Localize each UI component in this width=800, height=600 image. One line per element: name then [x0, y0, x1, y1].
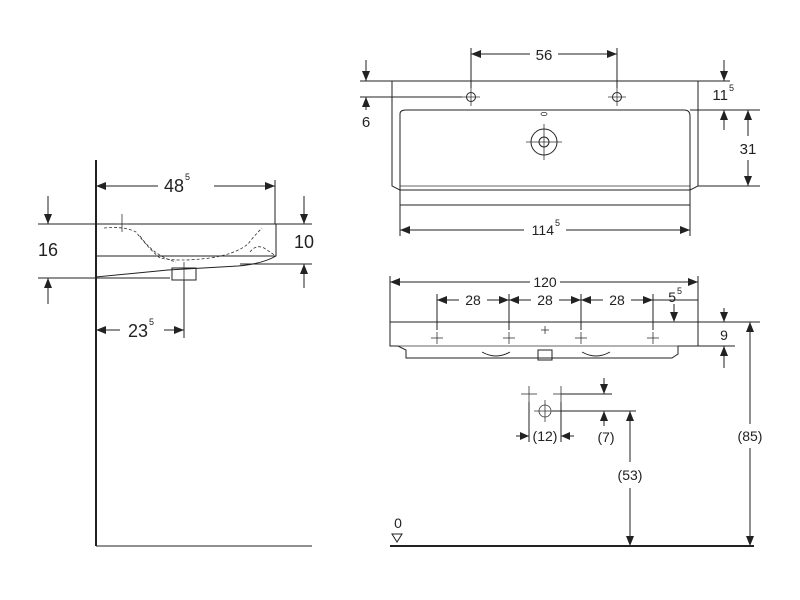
front-bowl-bulge-left	[481, 351, 511, 357]
drain-offset-arrow-left	[96, 326, 106, 334]
row115-arrow-top	[720, 71, 728, 81]
side-offset-label: 5	[668, 289, 676, 305]
bracket-arrow-4	[643, 296, 653, 304]
bracket-arrow-3a	[571, 296, 581, 304]
waste-vertical-arrow-top	[600, 384, 608, 394]
bowl-depth-label: 31	[740, 141, 757, 158]
waste-height-arrow-top	[626, 411, 634, 421]
tap-spacing-label: 56	[536, 47, 553, 64]
height10-arrow-top	[300, 214, 308, 224]
height16-label: 16	[38, 240, 58, 260]
bracket-label-bg-3	[603, 292, 631, 308]
height10-arrow-bottom	[300, 264, 308, 274]
front-drain-stub	[537, 349, 553, 361]
depth-arrow-right	[265, 182, 275, 190]
waste-spacing-arrow-left	[520, 432, 529, 440]
front-bowl-bulge-right	[581, 351, 611, 357]
top-overflow-hole	[540, 112, 548, 117]
height16-arrow-bottom	[44, 278, 52, 288]
tap-spacing-arrow-left	[471, 50, 481, 58]
rim-height-arrow-top	[720, 312, 728, 322]
waste-spacing-label: (12)	[533, 428, 558, 444]
bracket-arrow-2a	[499, 296, 509, 304]
rim-floor-label: (85)	[738, 428, 763, 444]
floor-level-marker	[391, 533, 403, 543]
edge6-arrow-bottom	[362, 97, 370, 107]
rim-floor-arrow-bottom	[746, 536, 754, 546]
top-bowl-outline	[399, 109, 691, 191]
side-view: 48 5 16 10 23 5	[38, 160, 314, 547]
bracket-arrow-2b	[509, 296, 519, 304]
rim-floor-arrow-top	[746, 322, 754, 332]
row115-label-sup: 5	[729, 83, 734, 93]
side-offset-arrow	[670, 312, 678, 322]
waste-vertical-label: (7)	[597, 429, 614, 445]
waste-spacing-arrow-right	[561, 432, 570, 440]
bowl-width-label: 114	[532, 222, 555, 238]
tap-spacing-label-bg	[530, 44, 558, 60]
side-bowl-hidden-line	[103, 227, 263, 261]
row115-label: 11	[712, 87, 728, 104]
front-view: 120 28 28 28 5 5 9	[389, 274, 763, 547]
front-basin-outline	[389, 321, 699, 359]
bowl-width-label-sup: 5	[555, 218, 560, 228]
waste-height-label: (53)	[618, 467, 643, 483]
drain-offset-arrow-right	[174, 326, 184, 334]
waste-crosshairs	[521, 386, 569, 422]
floor-level-label: 0	[394, 515, 402, 531]
side-bowl-hidden-line-2	[139, 235, 177, 263]
total-width-arrow-left	[390, 278, 400, 286]
bracket-arrow-3b	[581, 296, 591, 304]
bowl-depth-arrow-top	[744, 110, 752, 120]
bracket-marks	[431, 326, 659, 344]
bowl-width-arrow-right	[680, 226, 690, 234]
height10-label: 10	[294, 232, 314, 252]
bracket-arrow-1	[437, 296, 447, 304]
height16-arrow-top	[44, 214, 52, 224]
top-view: 56 6 11 5 31 114 5	[360, 44, 760, 238]
side-overflow-hidden-line	[249, 246, 277, 257]
waste-vertical-arrow-bottom	[600, 411, 608, 421]
bracket-spacing-label-2: 28	[537, 292, 553, 308]
bracket-spacing-label-1: 28	[465, 292, 481, 308]
rim-height-arrow-bottom	[720, 346, 728, 356]
edge6-arrow-top	[362, 71, 370, 81]
edge6-label: 6	[362, 114, 370, 131]
side-basin-outline	[95, 223, 277, 278]
bracket-label-bg-1	[459, 292, 487, 308]
depth-label: 48	[164, 176, 184, 196]
drain-offset-label-sup: 5	[149, 317, 154, 327]
rim-height-label: 9	[720, 327, 728, 343]
tap-spacing-arrow-right	[607, 50, 617, 58]
waste-height-arrow-bottom	[626, 536, 634, 546]
bowl-depth-arrow-bottom	[744, 176, 752, 186]
total-width-label: 120	[533, 274, 557, 290]
row115-arrow-bottom	[720, 110, 728, 120]
total-width-arrow-right	[688, 278, 698, 286]
depth-label-sup: 5	[185, 172, 190, 182]
bracket-label-bg-2	[531, 292, 559, 308]
bracket-spacing-label-3: 28	[609, 292, 625, 308]
drain-offset-label: 23	[128, 321, 148, 341]
depth-arrow-left	[96, 182, 106, 190]
side-offset-label-sup: 5	[677, 286, 682, 296]
bowl-width-arrow-left	[400, 226, 410, 234]
